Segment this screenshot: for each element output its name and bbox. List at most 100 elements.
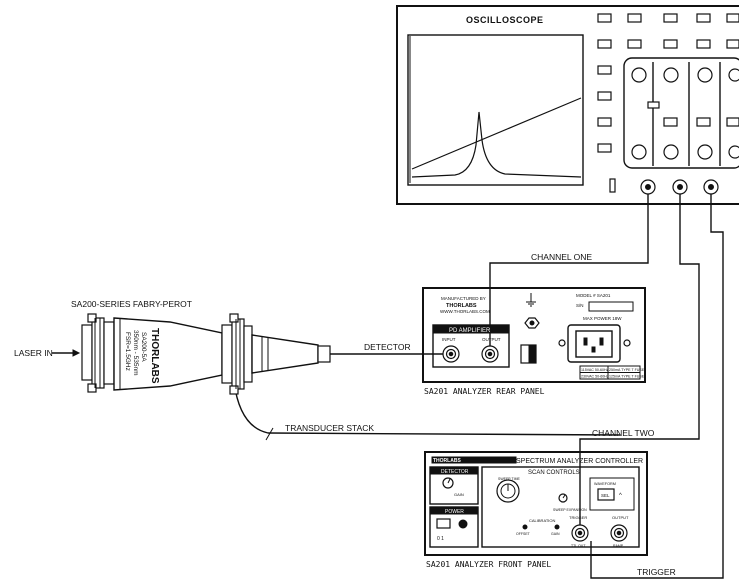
channel-two-label: CHANNEL TWO [592, 428, 655, 438]
fuse-table: 115VAC 50-60Hz 250mA TYPE T FUSE 230VAC … [579, 365, 645, 380]
scope-knob[interactable] [663, 67, 679, 83]
front-panel-caption: SA201 ANALYZER FRONT PANEL [426, 560, 551, 569]
scope-button[interactable] [696, 39, 711, 49]
scope-button[interactable] [597, 39, 612, 49]
detector-section [429, 466, 479, 505]
trig-out-label: TTL OUT [571, 544, 586, 548]
scope-button[interactable] [627, 39, 642, 49]
scope-button[interactable] [726, 39, 739, 49]
scope-knob[interactable] [631, 144, 647, 160]
cal-text-1: OFFSET [516, 532, 531, 536]
scope-knob[interactable] [697, 144, 713, 160]
channel-two-cable [579, 194, 700, 527]
scope-knob[interactable] [728, 145, 739, 159]
scope-knob[interactable] [728, 68, 739, 82]
scope-slider[interactable] [647, 101, 660, 109]
trigger-cable [590, 194, 724, 579]
fabry-perot-model: SA200-5A [140, 332, 147, 362]
laser-in-label: LASER IN [14, 348, 53, 358]
fabry-perot-cavity: SA200-SERIES FABRY-PEROT LASER IN THORLA… [14, 299, 331, 395]
sweep-time-knob[interactable] [496, 479, 520, 503]
scope-button[interactable] [597, 117, 612, 127]
pd-amplifier-title: PD AMPLIFIER [449, 328, 491, 334]
front-trigger-bnc[interactable] [571, 524, 589, 542]
detector-section-label: DETECTOR [441, 469, 469, 475]
ramp-trace [411, 97, 582, 170]
channel-one-label: CHANNEL ONE [531, 252, 592, 262]
scope-button[interactable] [663, 39, 678, 49]
oscilloscope-buttons [597, 13, 739, 153]
rear-panel-website: WWW.THORLABS.COM [440, 309, 490, 314]
scope-knob[interactable] [663, 144, 679, 160]
fuse-115v-rating: 250mA TYPE T FUSE [609, 368, 645, 372]
pd-amp-output-label: OUTPUT [482, 337, 501, 342]
scope-button[interactable] [597, 65, 612, 75]
gain-knob[interactable] [442, 477, 454, 489]
scope-knob[interactable] [697, 67, 713, 83]
scope-button[interactable] [696, 117, 711, 127]
cables [233, 194, 724, 579]
waveform-select-button[interactable] [597, 488, 615, 501]
front-trigger-label: TRIGGER [569, 515, 587, 520]
pd-amp-output-bnc[interactable] [481, 345, 499, 363]
scope-button[interactable] [663, 117, 678, 127]
transmission-peak-trace [411, 111, 582, 178]
power-switch[interactable] [436, 518, 451, 529]
waveform-shape-icon: ^ [619, 493, 622, 499]
rear-panel-brand: THORLABS [446, 303, 477, 309]
scope-button[interactable] [726, 13, 739, 23]
pd-amp-input-bnc[interactable] [442, 345, 460, 363]
cal-text-2: GAIN [551, 532, 560, 536]
front-panel-header-bar [431, 456, 517, 464]
transducer-stack-label: TRANSDUCER STACK [285, 423, 374, 433]
ramp-out-label: RAMP [613, 544, 624, 548]
fuse-230v-rating: 125mA TYPE T FUSE [609, 375, 645, 379]
scope-knob[interactable] [631, 67, 647, 83]
rear-panel-caption: SA201 ANALYZER REAR PANEL [424, 387, 545, 396]
calibration-pot-1[interactable] [522, 524, 528, 530]
power-inlet[interactable] [558, 324, 631, 363]
scope-button[interactable] [696, 13, 711, 23]
scope-button[interactable] [597, 143, 612, 153]
rear-power-switch[interactable] [520, 344, 537, 364]
pd-amp-input-label: INPUT [442, 337, 456, 342]
scope-button[interactable] [597, 13, 612, 23]
waveform-box [589, 477, 635, 511]
front-output-bnc[interactable] [610, 524, 628, 542]
scope-channel-one-bnc[interactable] [640, 179, 656, 195]
calibration-label: CALIBRATION [529, 518, 555, 523]
power-section-label: POWER [445, 509, 464, 515]
oscilloscope-title: OSCILLOSCOPE [466, 15, 544, 25]
scope-button[interactable] [726, 117, 739, 127]
front-output-label: OUTPUT [612, 515, 629, 520]
scope-button[interactable] [627, 13, 642, 23]
front-panel-brand: THORLABS [433, 458, 461, 464]
scope-trigger-bnc[interactable] [703, 179, 719, 195]
ground-icon [526, 293, 536, 307]
gain-label: GAIN [454, 492, 464, 497]
sweep-expansion-label: SWEEP EXPANSION [553, 508, 587, 512]
rear-panel-sn: S/N [576, 303, 584, 308]
sweep-expansion-knob[interactable] [558, 493, 568, 503]
fuse-230v: 230VAC 50-60Hz [581, 375, 609, 379]
calibration-pot-2[interactable] [554, 524, 560, 530]
scope-channel-two-bnc[interactable] [672, 179, 688, 195]
power-indicator-led [458, 519, 468, 529]
fuse-115v: 115VAC 50-60Hz [581, 368, 609, 372]
scope-small-switch[interactable] [609, 178, 616, 193]
analyzer-front-panel: THORLABS SPECTRUM ANALYZER CONTROLLER DE… [424, 451, 648, 556]
fabry-perot-fsr: FSR=1.5GHz [124, 332, 131, 371]
oscilloscope-knob-block [623, 57, 739, 169]
fabry-perot-range: 350nm - 535nm [132, 330, 139, 376]
scope-button[interactable] [597, 91, 612, 101]
power-section [429, 506, 479, 548]
power-switch-marks: 0 1 [437, 536, 444, 542]
waveform-select-label: SEL [601, 493, 610, 498]
fabry-perot-title: SA200-SERIES FABRY-PEROT [71, 299, 192, 309]
scan-controls-section [481, 466, 640, 548]
scope-button[interactable] [663, 13, 678, 23]
scan-controls-label: SCAN CONTROLS [528, 470, 580, 476]
detector-label: DETECTOR [364, 342, 411, 352]
rear-panel-manufactured-by: MANUFACTURED BY [441, 296, 486, 301]
